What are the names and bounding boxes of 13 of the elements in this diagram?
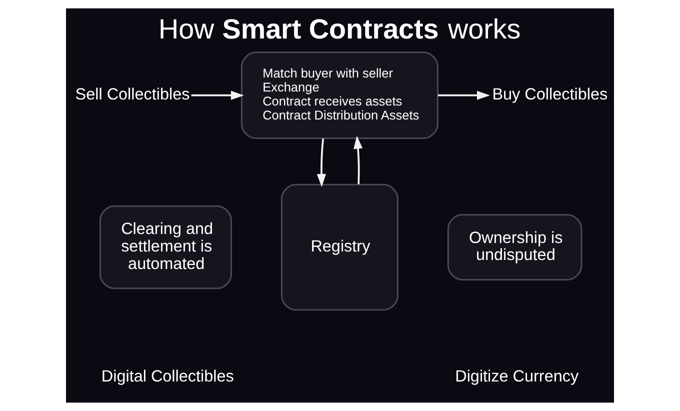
node-box: Clearing and settlement is automated bbox=[99, 205, 232, 290]
diagram-title: How Smart Contracts works bbox=[158, 14, 521, 45]
node-box: Match buyer with seller Exchange Contract receives assets Contract Distribution Assets bbox=[240, 52, 438, 139]
arrow bbox=[354, 136, 363, 184]
label: Digital Collectibles bbox=[101, 367, 234, 386]
node-box: Registry bbox=[280, 184, 398, 311]
arrow bbox=[316, 138, 326, 188]
arrow bbox=[438, 90, 490, 100]
node-text: Buy Collectibles bbox=[492, 86, 608, 104]
label: Digitize Currency bbox=[455, 367, 579, 386]
node-box: Ownership is undisputed bbox=[447, 214, 582, 280]
arrow bbox=[191, 90, 244, 100]
node-text: Sell Collectibles bbox=[75, 86, 190, 104]
